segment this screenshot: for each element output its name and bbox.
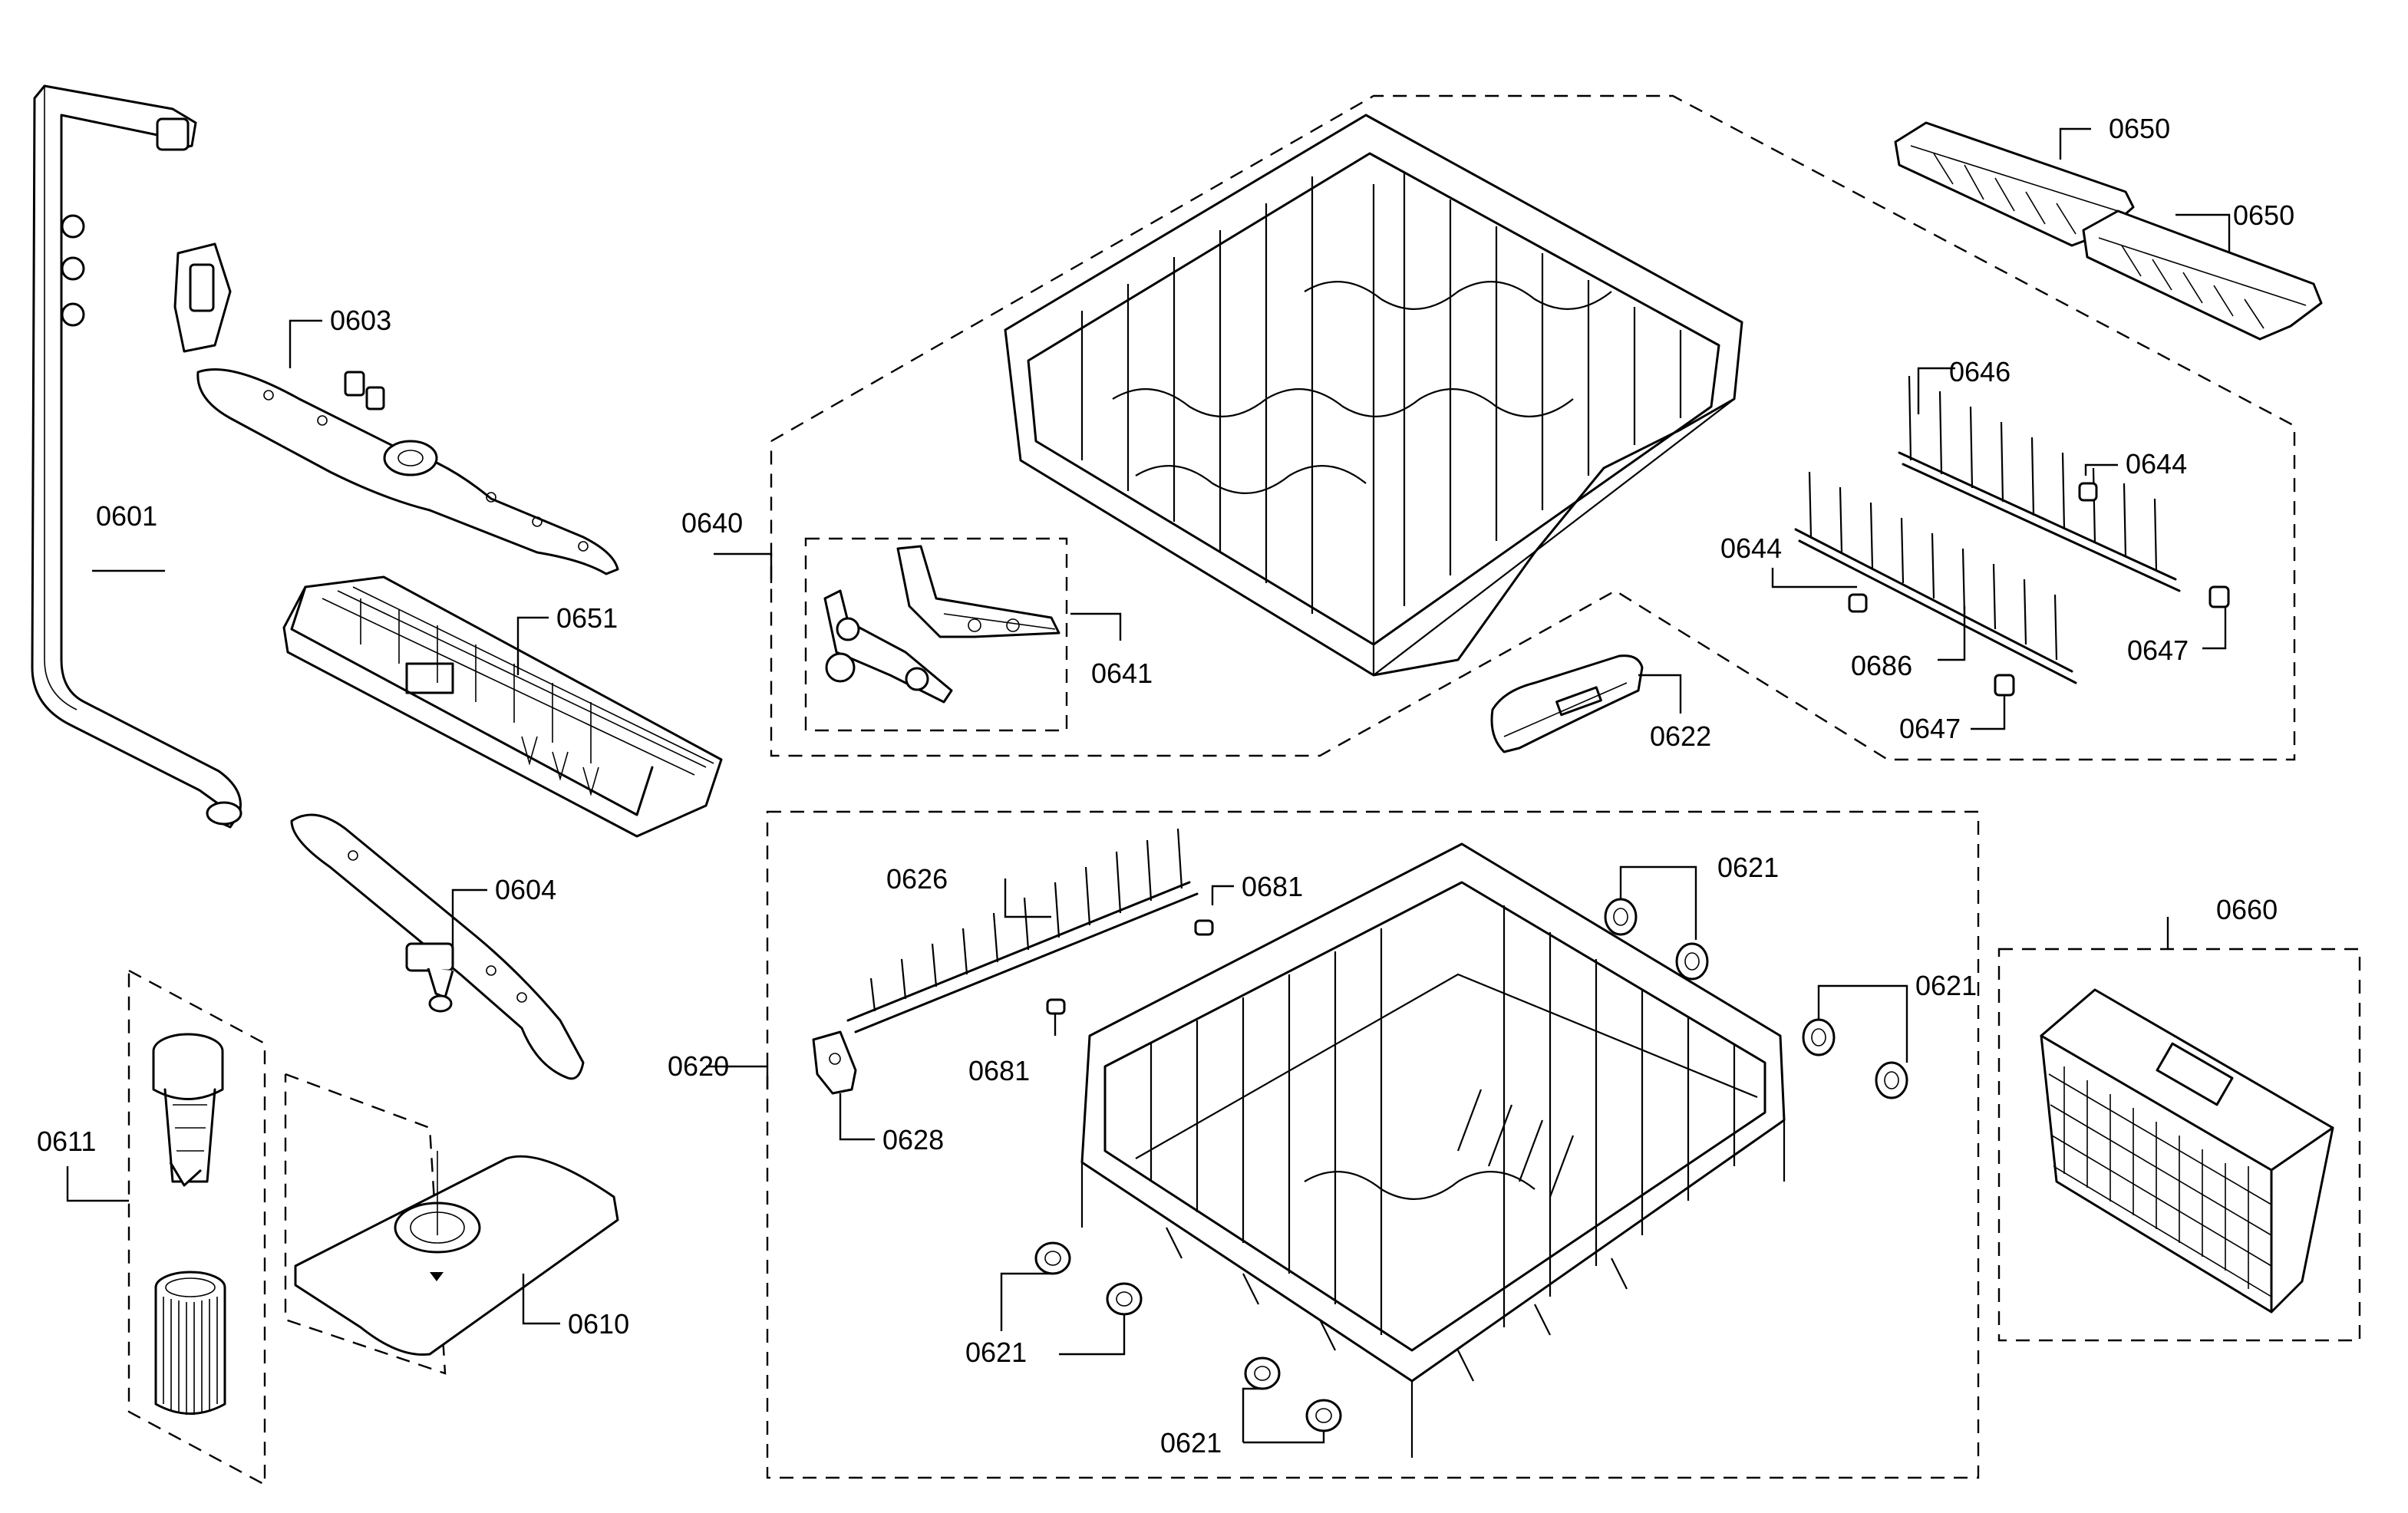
label-0646: 0646 [1949, 356, 2011, 387]
leader-lines [66, 127, 2231, 1444]
label-0611: 0611 [37, 1126, 96, 1157]
rack-adjuster-part [823, 545, 1061, 704]
cutlery-basket-part [2040, 988, 2334, 1314]
wheel-part-8 [1305, 1399, 1342, 1432]
wheel-part-2 [1675, 942, 1709, 981]
label-0651: 0651 [556, 602, 618, 634]
tine-row-part-0686 [1794, 471, 2077, 684]
label-0647-b: 0647 [1899, 713, 1961, 744]
clip-part-0644-a [2078, 482, 2098, 502]
wheel-part-6 [1106, 1282, 1143, 1316]
tine-hinge-clip-part [812, 1030, 857, 1095]
label-0604: 0604 [495, 874, 556, 905]
label-0626: 0626 [886, 863, 948, 895]
wheel-part-1 [1604, 898, 1638, 936]
label-0681-b: 0681 [968, 1055, 1030, 1086]
clip-part-0681-a [1194, 919, 1214, 936]
label-0641: 0641 [1091, 658, 1153, 689]
basket-group-outline [1997, 948, 2361, 1342]
clip-part-0644-b [1848, 593, 1868, 613]
label-0644-a: 0644 [2126, 448, 2187, 480]
cup-shelf-part-b [2082, 209, 2323, 341]
wheel-part-3 [1802, 1018, 1836, 1056]
label-0681-a: 0681 [1242, 871, 1303, 902]
lower-spray-arm-part [290, 813, 585, 1080]
label-0601: 0601 [96, 500, 157, 532]
clip-part-0647-b [1994, 674, 2015, 697]
rack-handle-part [1490, 654, 1644, 753]
label-0640: 0640 [681, 507, 743, 539]
tine-row-part-0646 [1898, 375, 2181, 592]
clip-part-0681-b [1046, 998, 1066, 1015]
label-0622: 0622 [1650, 720, 1711, 752]
lower-rack-part [1080, 842, 1786, 1458]
label-0621-c: 0621 [965, 1337, 1027, 1368]
label-0628: 0628 [882, 1124, 944, 1155]
label-0620: 0620 [668, 1050, 729, 1082]
filter-cylinder-part [152, 1033, 226, 1415]
supply-pipe-part [31, 84, 242, 829]
label-0621-a: 0621 [1717, 852, 1779, 883]
upper-rack-part [1004, 114, 1743, 677]
label-0603: 0603 [330, 305, 391, 336]
lower-rack-group-outline [766, 810, 1980, 1479]
label-0647-a: 0647 [2127, 635, 2189, 666]
lower-tine-row-part [846, 828, 1199, 1033]
upper-rack-group-outline [770, 94, 2296, 761]
adjuster-group-outline [804, 537, 1068, 732]
filter-group-outline [127, 969, 266, 1487]
label-0650-b: 0650 [2233, 199, 2294, 231]
label-0686: 0686 [1851, 650, 1912, 681]
filter-plate-part [294, 1151, 619, 1356]
wheel-part-5 [1034, 1241, 1071, 1275]
sump-cover-dashed-outline [284, 1073, 447, 1375]
upper-spray-arm-part [173, 242, 619, 575]
label-0644-b: 0644 [1720, 532, 1782, 564]
label-0660: 0660 [2216, 894, 2278, 925]
wheel-part-4 [1875, 1061, 1908, 1099]
label-0650-a: 0650 [2109, 113, 2170, 144]
label-0621-d: 0621 [1160, 1427, 1222, 1459]
clip-part-0647-a [2208, 585, 2230, 608]
label-0621-b: 0621 [1915, 970, 1977, 1001]
wheel-part-7 [1244, 1356, 1281, 1390]
cutlery-tray-part [282, 575, 723, 838]
label-0610: 0610 [568, 1308, 629, 1340]
